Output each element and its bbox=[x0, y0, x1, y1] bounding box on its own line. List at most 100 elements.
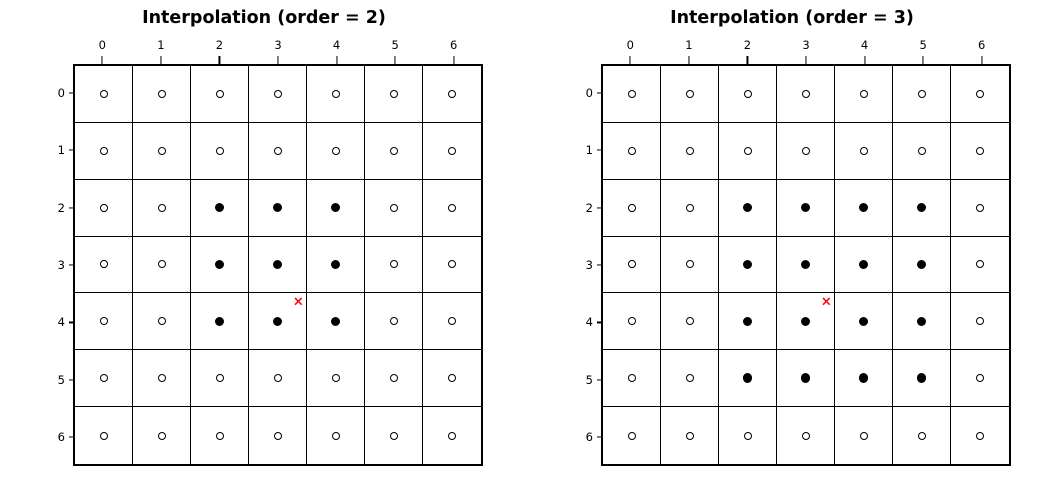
grid-cell bbox=[951, 123, 1009, 180]
grid-cell bbox=[719, 236, 777, 294]
grid-cell bbox=[777, 179, 835, 237]
open-sample-point-icon bbox=[273, 146, 282, 155]
x-tick-label: 4 bbox=[860, 38, 869, 52]
grid-cell bbox=[777, 236, 835, 294]
y-tick-6: 6 bbox=[45, 409, 78, 466]
y-tick-label: 0 bbox=[57, 85, 65, 100]
open-sample-point-icon bbox=[273, 89, 282, 98]
filled-sample-point-icon bbox=[800, 259, 811, 270]
open-sample-point-icon bbox=[685, 89, 694, 98]
open-sample-point-icon bbox=[801, 89, 810, 98]
grid-cell bbox=[75, 179, 133, 237]
open-sample-point-icon bbox=[157, 374, 166, 383]
x-tick-5: 5 bbox=[366, 38, 425, 65]
open-sample-point-icon bbox=[389, 146, 398, 155]
open-sample-point-icon bbox=[99, 260, 108, 269]
grid-cell bbox=[75, 407, 133, 464]
x-axis-ticklabels: 0 1 2 3 4 5 6 bbox=[73, 38, 483, 65]
grid-cell bbox=[191, 350, 249, 408]
grid-cell bbox=[719, 122, 777, 180]
grid-cell bbox=[893, 407, 951, 464]
grid-cell bbox=[777, 122, 835, 180]
open-sample-point-icon bbox=[685, 317, 694, 326]
x-tick-6: 6 bbox=[952, 38, 1011, 65]
grid-cell bbox=[661, 66, 719, 123]
filled-sample-point-icon bbox=[272, 259, 283, 270]
panel-title: Interpolation (order = 2) bbox=[142, 8, 386, 28]
plot-area: × bbox=[601, 64, 1011, 466]
open-sample-point-icon bbox=[331, 374, 340, 383]
tick-mark-icon bbox=[805, 56, 807, 65]
grid-cell bbox=[307, 293, 365, 351]
grid-cell bbox=[951, 180, 1009, 237]
grid-cell bbox=[719, 293, 777, 351]
grid-cell bbox=[307, 407, 365, 464]
open-sample-point-icon bbox=[99, 146, 108, 155]
open-sample-point-icon bbox=[743, 431, 752, 440]
grid-cell bbox=[307, 122, 365, 180]
grid-cell bbox=[603, 236, 661, 294]
y-tick-4: 4 bbox=[45, 294, 78, 351]
x-tick-label: 2 bbox=[215, 38, 224, 52]
grid-cell bbox=[249, 350, 307, 408]
x-tick-label: 0 bbox=[626, 38, 634, 52]
y-tick-3: 3 bbox=[45, 236, 78, 293]
tick-mark-icon bbox=[277, 56, 279, 65]
y-tick-1: 1 bbox=[573, 121, 606, 178]
filled-sample-point-icon bbox=[742, 259, 753, 270]
grid-cell bbox=[133, 66, 191, 123]
open-sample-point-icon bbox=[917, 146, 926, 155]
grid-cell bbox=[307, 350, 365, 408]
open-sample-point-icon bbox=[627, 203, 636, 212]
x-tick-2: 2 bbox=[718, 38, 777, 65]
open-sample-point-icon bbox=[917, 89, 926, 98]
open-sample-point-icon bbox=[448, 431, 456, 440]
grid-cell bbox=[777, 293, 835, 351]
open-sample-point-icon bbox=[331, 146, 340, 155]
grid-cell bbox=[191, 407, 249, 464]
grid-cell bbox=[191, 66, 249, 123]
open-sample-point-icon bbox=[448, 89, 456, 98]
plot-area: × bbox=[73, 64, 483, 466]
x-tick-label: 1 bbox=[157, 38, 165, 52]
grid-cell bbox=[423, 66, 481, 123]
open-sample-point-icon bbox=[331, 89, 340, 98]
open-sample-point-icon bbox=[389, 89, 398, 98]
grid-cell bbox=[777, 350, 835, 408]
open-sample-point-icon bbox=[99, 89, 108, 98]
grid-cell bbox=[661, 179, 719, 237]
open-sample-point-icon bbox=[859, 89, 868, 98]
grid-cell bbox=[191, 122, 249, 180]
sample-grid bbox=[75, 66, 481, 464]
grid-cell bbox=[191, 293, 249, 351]
grid-cell bbox=[603, 122, 661, 180]
filled-sample-point-icon bbox=[916, 316, 927, 327]
grid-cell bbox=[423, 237, 481, 294]
filled-sample-point-icon bbox=[858, 202, 869, 213]
grid-cell bbox=[75, 122, 133, 180]
grid-cell bbox=[893, 122, 951, 180]
open-sample-point-icon bbox=[157, 146, 166, 155]
filled-sample-point-icon bbox=[916, 373, 927, 383]
grid-cell bbox=[835, 122, 893, 180]
grid-cell bbox=[719, 350, 777, 408]
open-sample-point-icon bbox=[801, 431, 810, 440]
grid-cell bbox=[249, 236, 307, 294]
filled-sample-point-icon bbox=[214, 316, 225, 327]
open-sample-point-icon bbox=[627, 146, 636, 155]
y-tick-4: 4 bbox=[573, 294, 606, 351]
grid-cell bbox=[893, 293, 951, 351]
y-tick-label: 4 bbox=[585, 315, 593, 330]
grid-cell bbox=[777, 66, 835, 123]
y-tick-5: 5 bbox=[45, 351, 78, 408]
grid-cell bbox=[191, 179, 249, 237]
x-tick-4: 4 bbox=[835, 38, 894, 65]
grid-cell bbox=[365, 236, 423, 294]
open-sample-point-icon bbox=[685, 431, 694, 440]
grid-cell bbox=[365, 407, 423, 464]
filled-sample-point-icon bbox=[800, 316, 811, 327]
open-sample-point-icon bbox=[685, 260, 694, 269]
grid-cell bbox=[307, 66, 365, 123]
tick-mark-icon bbox=[922, 56, 924, 65]
